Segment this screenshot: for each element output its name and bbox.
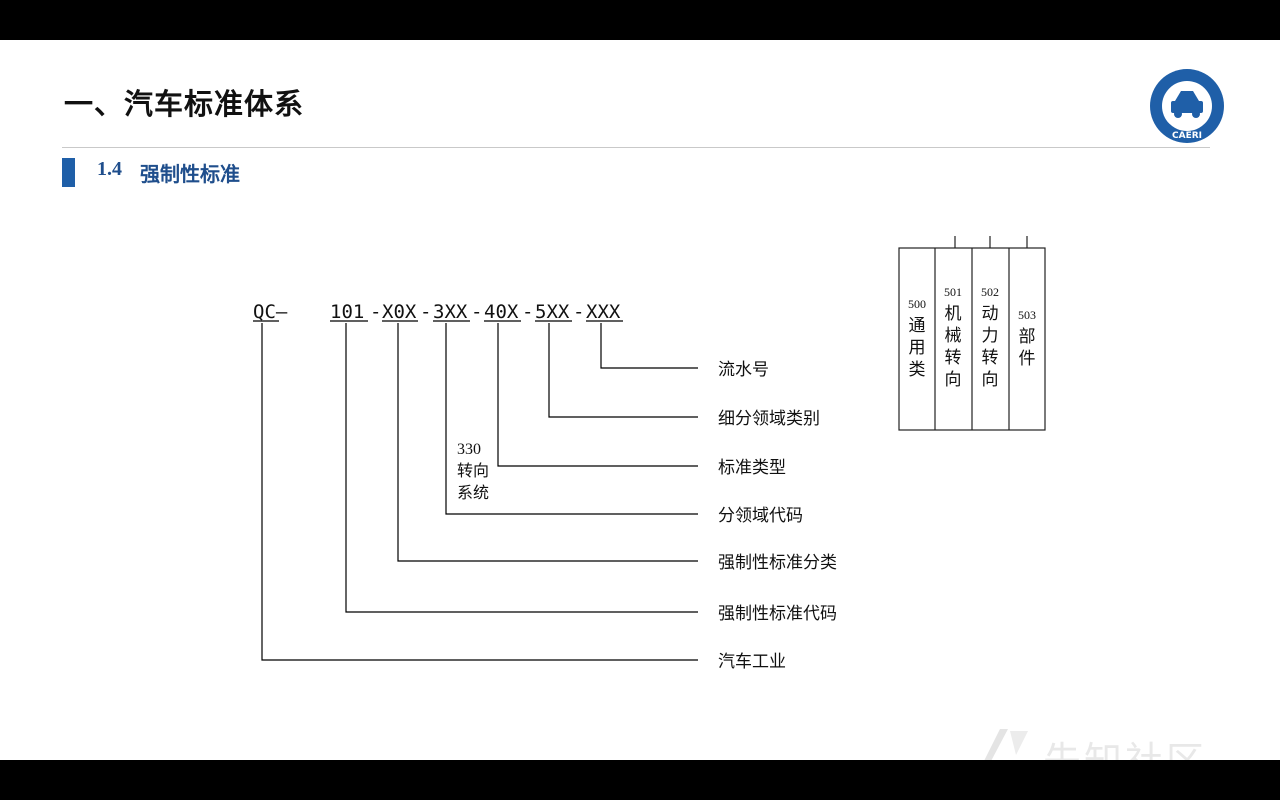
col-char: 转 bbox=[945, 348, 962, 368]
code-101: 101 bbox=[330, 301, 364, 323]
slide: 一、汽车标准体系 1.4 强制性标准 CAERI bbox=[0, 40, 1280, 760]
col-char: 向 bbox=[945, 370, 962, 390]
code-qc: QC— bbox=[253, 301, 288, 323]
col-code: 500 bbox=[908, 297, 926, 311]
code-3xx: 3XX bbox=[433, 301, 468, 323]
col-char: 件 bbox=[1019, 349, 1036, 369]
logo-lettering: CAERI bbox=[1172, 131, 1202, 141]
section-marker bbox=[62, 158, 75, 187]
section-number: 1.4 bbox=[97, 158, 122, 180]
section-title: 强制性标准 bbox=[140, 162, 240, 186]
col-char: 用 bbox=[909, 338, 926, 358]
code-structure-diagram: QC— 101 - X0X - 3XX - 40X - 5XX - XXX 流水… bbox=[253, 236, 1046, 672]
watermark-icon bbox=[984, 729, 1028, 760]
col-char: 通 bbox=[909, 316, 926, 336]
connector-3xx bbox=[445, 323, 698, 515]
col-char: 转 bbox=[982, 348, 999, 368]
connector-qc bbox=[261, 323, 698, 661]
col-char: 动 bbox=[982, 304, 999, 324]
table-cells: 500 通 用 类 501 机 械 转 向 502 动 力 转 向 503 bbox=[908, 285, 1036, 390]
note-code: 330 bbox=[457, 441, 481, 458]
code-dash: - bbox=[471, 301, 482, 323]
table-col-501: 501 机 械 转 向 bbox=[944, 285, 962, 390]
col-char: 力 bbox=[982, 326, 999, 346]
title-divider bbox=[62, 147, 1210, 148]
watermark-text: 先知社区 bbox=[1043, 730, 1207, 760]
code-dash: - bbox=[420, 301, 431, 323]
code-dash: - bbox=[370, 301, 381, 323]
table-col-503: 503 部 件 bbox=[1018, 308, 1036, 369]
code-dash: - bbox=[522, 301, 533, 323]
col-char: 械 bbox=[945, 326, 962, 346]
code-40x: 40X bbox=[484, 301, 519, 323]
label-automotive-industry: 汽车工业 bbox=[718, 652, 786, 672]
col-char: 机 bbox=[945, 304, 962, 324]
top-letterbox bbox=[0, 0, 1280, 40]
category-table bbox=[898, 236, 1046, 431]
bottom-letterbox bbox=[0, 760, 1280, 800]
label-mandatory-classification: 强制性标准分类 bbox=[718, 553, 837, 573]
label-subdomain-category: 细分领域类别 bbox=[718, 409, 820, 429]
code-dash: - bbox=[573, 301, 584, 323]
col-code: 502 bbox=[981, 285, 999, 299]
label-domain-code: 分领域代码 bbox=[718, 506, 803, 526]
col-code: 503 bbox=[1018, 308, 1036, 322]
col-code: 501 bbox=[944, 285, 962, 299]
code-text: QC— 101 - X0X - 3XX - 40X - 5XX - XXX bbox=[253, 301, 621, 323]
caeri-logo: CAERI bbox=[1150, 69, 1224, 143]
field-labels: 流水号 细分领域类别 标准类型 分领域代码 强制性标准分类 强制性标准代码 汽车… bbox=[718, 360, 837, 672]
connector-xxx bbox=[600, 323, 698, 369]
connector-x0x bbox=[397, 323, 698, 562]
code-5xx: 5XX bbox=[535, 301, 570, 323]
label-mandatory-code: 强制性标准代码 bbox=[718, 604, 837, 624]
label-standard-type: 标准类型 bbox=[718, 458, 786, 478]
label-serial-number: 流水号 bbox=[718, 360, 769, 380]
note-line-2: 系统 bbox=[457, 483, 489, 502]
slide-title: 一、汽车标准体系 bbox=[64, 87, 305, 121]
note-line-1: 转向 bbox=[457, 461, 489, 480]
table-col-500: 500 通 用 类 bbox=[908, 297, 926, 380]
col-char: 向 bbox=[982, 370, 999, 390]
connector-101 bbox=[345, 323, 698, 613]
code-x0x: X0X bbox=[382, 301, 417, 323]
col-char: 类 bbox=[909, 360, 926, 380]
connector-40x bbox=[497, 323, 698, 467]
code-xxx: XXX bbox=[586, 301, 621, 323]
connector-5xx bbox=[548, 323, 698, 418]
col-char: 部 bbox=[1019, 327, 1036, 347]
table-col-502: 502 动 力 转 向 bbox=[981, 285, 999, 390]
steering-note: 330 转向 系统 bbox=[457, 441, 489, 502]
connector-lines bbox=[261, 323, 698, 661]
